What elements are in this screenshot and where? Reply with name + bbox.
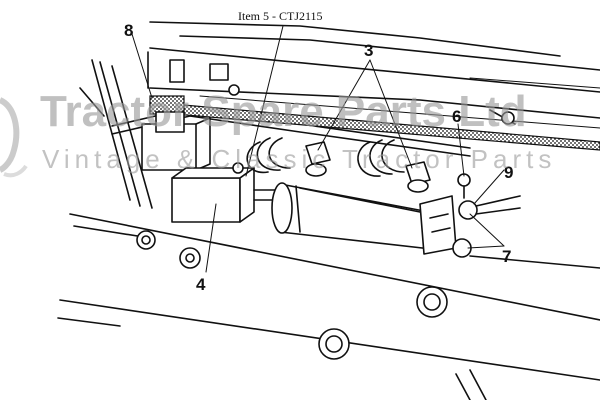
callout-item-8: 8 bbox=[124, 21, 133, 40]
callout-item-4: 4 bbox=[196, 275, 206, 294]
callout-item-7: 7 bbox=[502, 247, 511, 266]
watermark-subtitle: Vintage & Classic Tractor Parts bbox=[42, 144, 556, 174]
item-8-bracket bbox=[141, 95, 211, 171]
item-caption: Item 5 - CTJ2115 bbox=[238, 9, 323, 23]
right-fittings bbox=[419, 173, 600, 269]
callout-item-9: 9 bbox=[504, 163, 513, 182]
watermark-logo bbox=[0, 97, 28, 178]
upper-frame bbox=[147, 21, 600, 129]
callout-item-3: 3 bbox=[364, 41, 373, 60]
callout-item-6: 6 bbox=[452, 107, 461, 126]
lower-bolts bbox=[136, 230, 487, 400]
watermark-title: Tractor Spare Parts Ltd bbox=[40, 87, 527, 136]
item-4-switch bbox=[171, 162, 277, 223]
leader-lines bbox=[131, 25, 505, 273]
